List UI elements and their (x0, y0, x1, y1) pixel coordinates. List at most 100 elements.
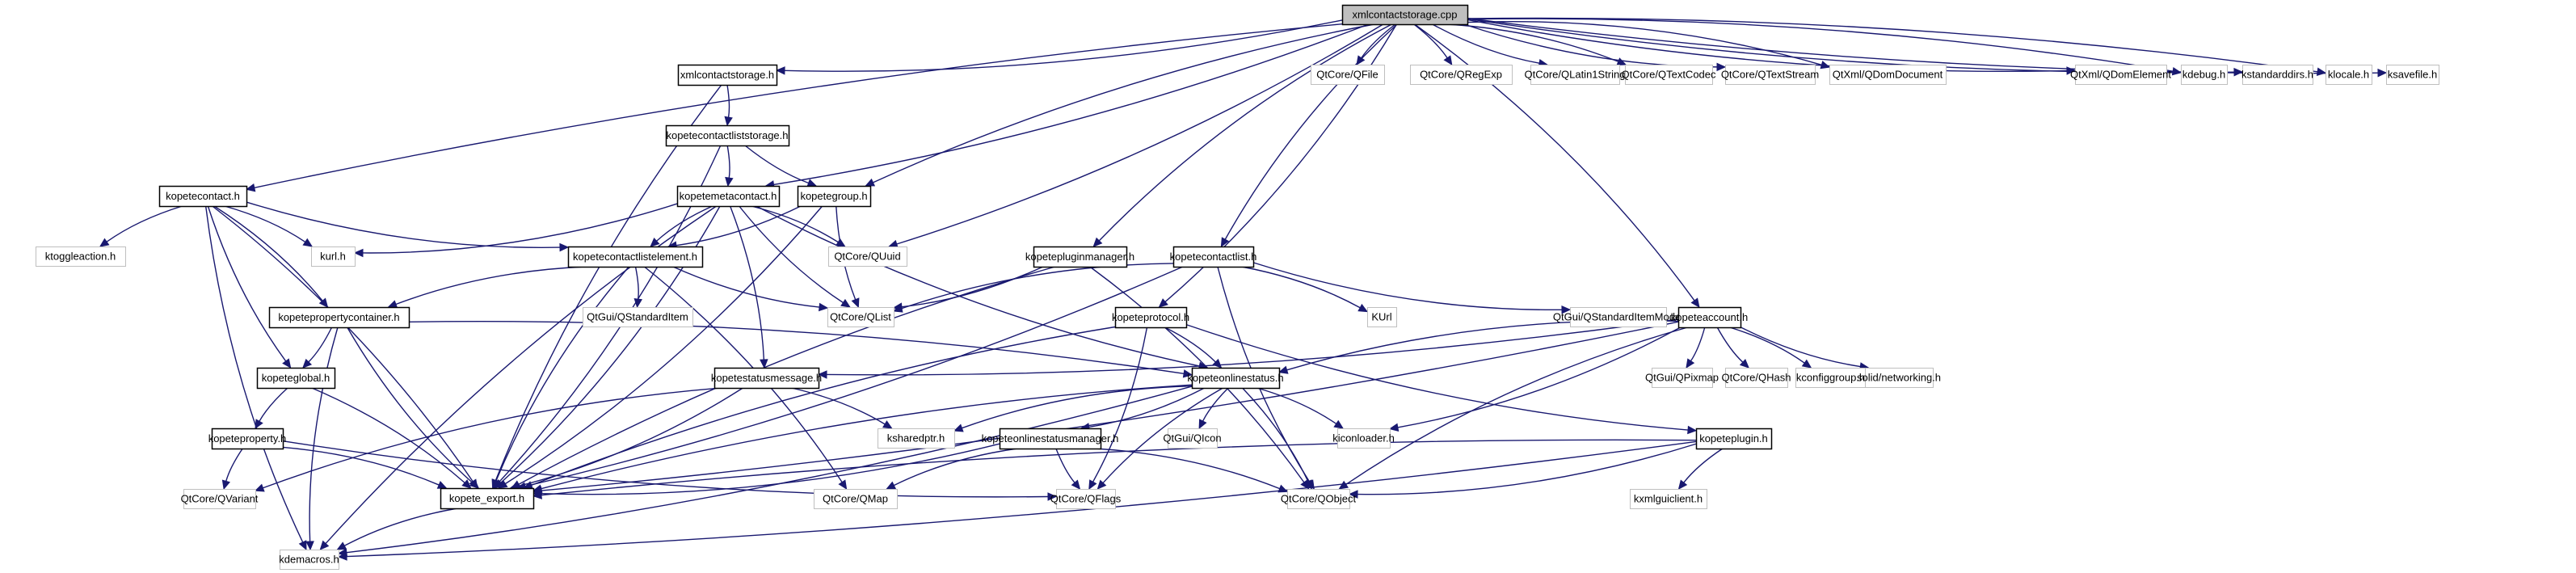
node-kopeteprotocol-h[interactable]: kopeteprotocol.h (1112, 306, 1189, 329)
node-QList: QtCore/QList (827, 307, 894, 327)
node-box (1191, 367, 1281, 390)
arrowhead-root-to-kopetecontact_h (245, 183, 256, 192)
node-label: xmlcontactstorage.cpp (1352, 9, 1457, 21)
edge-kopetecontact_h-to-kopete_export_h (212, 205, 474, 482)
edge-kopetepluginmanager_h-to-kopete_export_h (518, 266, 1056, 485)
node-label: QtCore/QVariant (181, 493, 259, 505)
node-label: QtCore/QUuid (834, 251, 900, 263)
node-box (1341, 4, 1469, 26)
arrowhead-kopeteproperty_h-to-QFlags (1047, 492, 1058, 501)
node-kopetecontactlist-h[interactable]: kopetecontactlist.h (1170, 246, 1257, 268)
edge-kopetestatusmessage_h-to-kopete_export_h (518, 387, 743, 487)
edge-kopeteprotocol_h-to-kopeteplugin_h (1185, 323, 1689, 431)
arrowhead-kopetegroup_h-to-kopete_export_h (497, 479, 508, 489)
node-kopetepropertycontainer-h[interactable]: kopetepropertycontainer.h (268, 306, 410, 329)
arrowhead-kopetecontactlist_h-to-KUrl (1357, 303, 1369, 313)
node-QIcon: QtGui/QIcon (1163, 428, 1222, 449)
arrowhead-kopetemetacontact_h-to-kdemacros_h (319, 540, 330, 550)
edge-kopetecontactlist_h-to-QList (901, 263, 1174, 310)
node-box (583, 307, 693, 327)
arrowhead-root-to-klocale_h (2316, 67, 2327, 76)
node-label: kopetemetacontact.h (680, 190, 777, 202)
node-box (1725, 65, 1816, 85)
node-box (713, 367, 820, 390)
node-kopeteaccount-h[interactable]: kopeteaccount.h (1671, 306, 1748, 329)
node-label: kopetegroup.h (800, 190, 867, 202)
arrowhead-kopeteonlinestatus_h-to-QFlags (1096, 479, 1107, 490)
edge-kopetecontactliststorage_h-to-kopetemetacontact_h (726, 145, 730, 179)
edge-kopeteaccount_h-to-kopete_export_h (541, 321, 1679, 491)
node-kopeteplugin-h[interactable]: kopeteplugin.h (1695, 428, 1773, 450)
edge-kopeteonlinestatusmanager_h-to-QObject (1095, 448, 1280, 490)
arrowhead-kopetecontactliststorage_h-to-kopetemetacontact_h (725, 176, 734, 187)
node-kconfiggroup-h: kconfiggroup.h (1795, 368, 1867, 388)
node-label: kopeteplugin.h (1699, 432, 1768, 444)
node-QDomElement: QtXml/QDomElement (2070, 65, 2171, 85)
arrowhead-kopeteaccount_h-to-kconfiggroup_h (1801, 359, 1812, 369)
arrowhead-kopetecontactlist_h-to-QStandardItemModel (1561, 305, 1572, 314)
node-box (1367, 307, 1397, 327)
edge-kopeteprotocol_h-to-QFlags (1092, 327, 1148, 482)
edge-kopeteonlinestatus_h-to-QIcon (1202, 387, 1229, 422)
node-kopetegroup-h[interactable]: kopetegroup.h (797, 185, 872, 208)
node-box (1677, 306, 1742, 329)
node-xmlcontactstorage-h[interactable]: xmlcontactstorage.h (677, 64, 778, 86)
edge-kopetepropertycontainer_h-to-kopeteonlinestatus_h (408, 320, 1185, 375)
arrowhead-kopete_export_h-to-kdemacros_h (336, 541, 347, 550)
arrowhead-kopetemetacontact_h-to-QList (840, 298, 851, 308)
node-label: kdebug.h (2182, 69, 2226, 81)
arrowhead-kopeteplugin_h-to-kopete_export_h (532, 491, 542, 499)
node-QPixmap: QtGui/QPixmap (1645, 368, 1719, 388)
edge-kopetestatusmessage_h-to-ksharedptr_h (791, 387, 886, 425)
arrowhead-kopetecontact_h-to-kdemacros_h (298, 540, 307, 551)
arrowhead-kopetecontactliststorage_h-to-kopetegroup_h (806, 179, 818, 187)
arrowhead-root-to-kopetecontactlist_h (1220, 237, 1230, 248)
edge-root-to-QFile (1361, 23, 1396, 59)
edge-root-to-kopetemetacontact_h (773, 23, 1369, 186)
node-label: QtGui/QStandardItem (587, 311, 688, 323)
node-label: kopeteproperty.h (208, 432, 287, 444)
edge-root-to-QRegExp (1413, 23, 1448, 59)
node-kopetestatusmessage-h[interactable]: kopetestatusmessage.h (711, 367, 822, 390)
node-kxmlguiclient-h: kxmlguiclient.h (1630, 489, 1707, 509)
node-label: QtGui/QPixmap (1645, 372, 1719, 384)
arrowhead-kopetepropertycontainer_h-to-kopete_export_h (469, 479, 480, 489)
node-label: kopeteonlinestatusmanager.h (982, 432, 1119, 444)
node-kopetecontactlistelement-h[interactable]: kopetecontactlistelement.h (567, 246, 704, 268)
node-label: ksavefile.h (2388, 69, 2437, 81)
node-kopetepluginmanager-h[interactable]: kopetepluginmanager.h (1025, 246, 1134, 268)
edge-kopetepropertycontainer_h-to-kopeteglobal_h (308, 327, 333, 363)
edge-kopetestatusmessage_h-to-QVariant (263, 387, 721, 489)
node-kopetemetacontact-h[interactable]: kopetemetacontact.h (676, 185, 781, 208)
node-kopetecontact-h[interactable]: kopetecontact.h (158, 185, 248, 208)
edge-kopetecontact_h-to-kopetecontactlistelement_h (246, 201, 561, 248)
node-kopeteonlinestatusmanager-h[interactable]: kopeteonlinestatusmanager.h (982, 428, 1119, 450)
arrowhead-kopetecontactlistelement_h-to-QList (819, 302, 829, 312)
node-QDomDocument: QtXml/QDomDocument (1829, 65, 1947, 85)
node-root[interactable]: xmlcontactstorage.cpp (1341, 4, 1469, 26)
node-kopeteglobal-h[interactable]: kopeteglobal.h (256, 367, 336, 390)
edge-kopeteaccount_h-to-kopeteonlinestatus_h (1286, 319, 1679, 371)
node-kopeteproperty-h[interactable]: kopeteproperty.h (208, 428, 287, 450)
arrowhead-root-to-kopetegroup_h (865, 178, 876, 187)
arrowhead-kopetestatusmessage_h-to-ksharedptr_h (882, 420, 893, 429)
edge-kopetecontactliststorage_h-to-kopetegroup_h (744, 145, 809, 184)
edge-kopetecontactlist_h-to-kopete_export_h (524, 266, 1184, 487)
node-box (268, 306, 410, 329)
arrowhead-kopetecontact_h-to-kurl_h (302, 238, 314, 247)
node-label: kstandarddirs.h (2241, 69, 2313, 81)
node-kopetecontactliststorage-h[interactable]: kopetecontactliststorage.h (665, 124, 790, 147)
edge-root-to-kopetecontactlist_h (1224, 23, 1398, 240)
node-QRegExp: QtCore/QRegExp (1410, 65, 1513, 85)
edge-kopeteglobal_h-to-kopeteproperty_h (259, 387, 288, 422)
node-kdemacros-h: kdemacros.h (279, 550, 339, 570)
edge-root-to-kopetegroup_h (873, 23, 1374, 183)
node-box (797, 185, 872, 208)
node-kopete-export-h[interactable]: kopete_export.h (440, 487, 535, 510)
edge-kopetecontactlistelement_h-to-QList (672, 266, 820, 308)
node-label: QtCore/QList (830, 311, 891, 323)
node-QTextCodec: QtCore/QTextCodec (1621, 65, 1716, 85)
node-label: kopetecontact.h (166, 190, 240, 202)
node-kopeteonlinestatus-h[interactable]: kopeteonlinestatus.h (1187, 367, 1284, 390)
node-label: kopete_export.h (449, 492, 524, 504)
